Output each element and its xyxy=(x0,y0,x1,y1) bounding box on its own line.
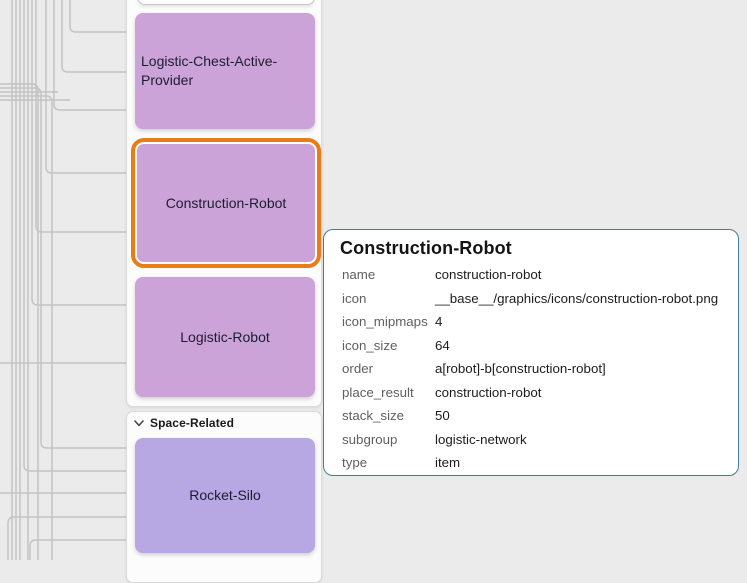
property-row: stack_size 50 xyxy=(324,404,738,428)
property-row: place_result construction-robot xyxy=(324,381,738,405)
property-row: icon __base__/graphics/icons/constructio… xyxy=(324,287,738,311)
property-key: stack_size xyxy=(342,408,405,424)
property-row: order a[robot]-b[construction-robot] xyxy=(324,357,738,381)
node-label: Logistic-Robot xyxy=(180,328,270,345)
section-header-space-related[interactable]: Space-Related xyxy=(134,414,234,432)
chevron-down-icon xyxy=(134,419,144,426)
property-value: 64 xyxy=(435,337,450,353)
property-value: __base__/graphics/icons/construction-rob… xyxy=(435,290,719,306)
property-value: construction-robot xyxy=(435,384,542,400)
property-key: order xyxy=(342,361,374,377)
property-key: icon xyxy=(342,290,367,306)
property-value: a[robot]-b[construction-robot] xyxy=(435,361,606,377)
property-row: type item xyxy=(324,451,738,475)
property-row: subgroup logistic-network xyxy=(324,428,738,452)
node-logistic-chest-active-provider[interactable]: Logistic-Chest-Active-Provider xyxy=(135,13,315,129)
node-label: Construction-Robot xyxy=(165,194,287,211)
property-key: icon_size xyxy=(342,337,398,353)
node-construction-robot-selected[interactable]: Construction-Robot xyxy=(131,138,321,268)
tooltip-properties: name construction-robot icon __base__/gr… xyxy=(324,263,738,475)
property-key: place_result xyxy=(342,384,414,400)
group-section-space-related: Space-Related Rocket-Silo xyxy=(126,411,322,583)
property-row: name construction-robot xyxy=(324,263,738,287)
tooltip-title: Construction-Robot xyxy=(340,238,512,258)
property-value: 50 xyxy=(435,408,450,424)
property-key: icon_mipmaps xyxy=(342,314,428,330)
edge-network xyxy=(0,0,134,560)
property-key: type xyxy=(342,455,368,471)
property-value: construction-robot xyxy=(435,267,542,283)
property-value: 4 xyxy=(435,314,443,330)
node-label: Logistic-Chest-Active-Provider xyxy=(141,53,278,88)
group-section-logistic: Logistic-Chest-Active-Provider Construct… xyxy=(126,0,322,407)
node-construction-robot[interactable]: Construction-Robot xyxy=(137,144,315,262)
node-logistic-robot[interactable]: Logistic-Robot xyxy=(135,277,315,397)
property-row: icon_mipmaps 4 xyxy=(324,310,738,334)
property-key: name xyxy=(342,267,376,283)
node-rocket-silo[interactable]: Rocket-Silo xyxy=(135,438,315,553)
node-label: Rocket-Silo xyxy=(189,487,261,503)
section-header-label: Space-Related xyxy=(150,416,234,430)
property-row: icon_size 64 xyxy=(324,334,738,358)
node-partial-top[interactable] xyxy=(137,0,315,5)
tooltip-panel: Construction-Robot name construction-rob… xyxy=(323,229,739,476)
property-key: subgroup xyxy=(342,431,398,447)
property-value: item xyxy=(435,455,461,471)
property-value: logistic-network xyxy=(435,431,527,447)
